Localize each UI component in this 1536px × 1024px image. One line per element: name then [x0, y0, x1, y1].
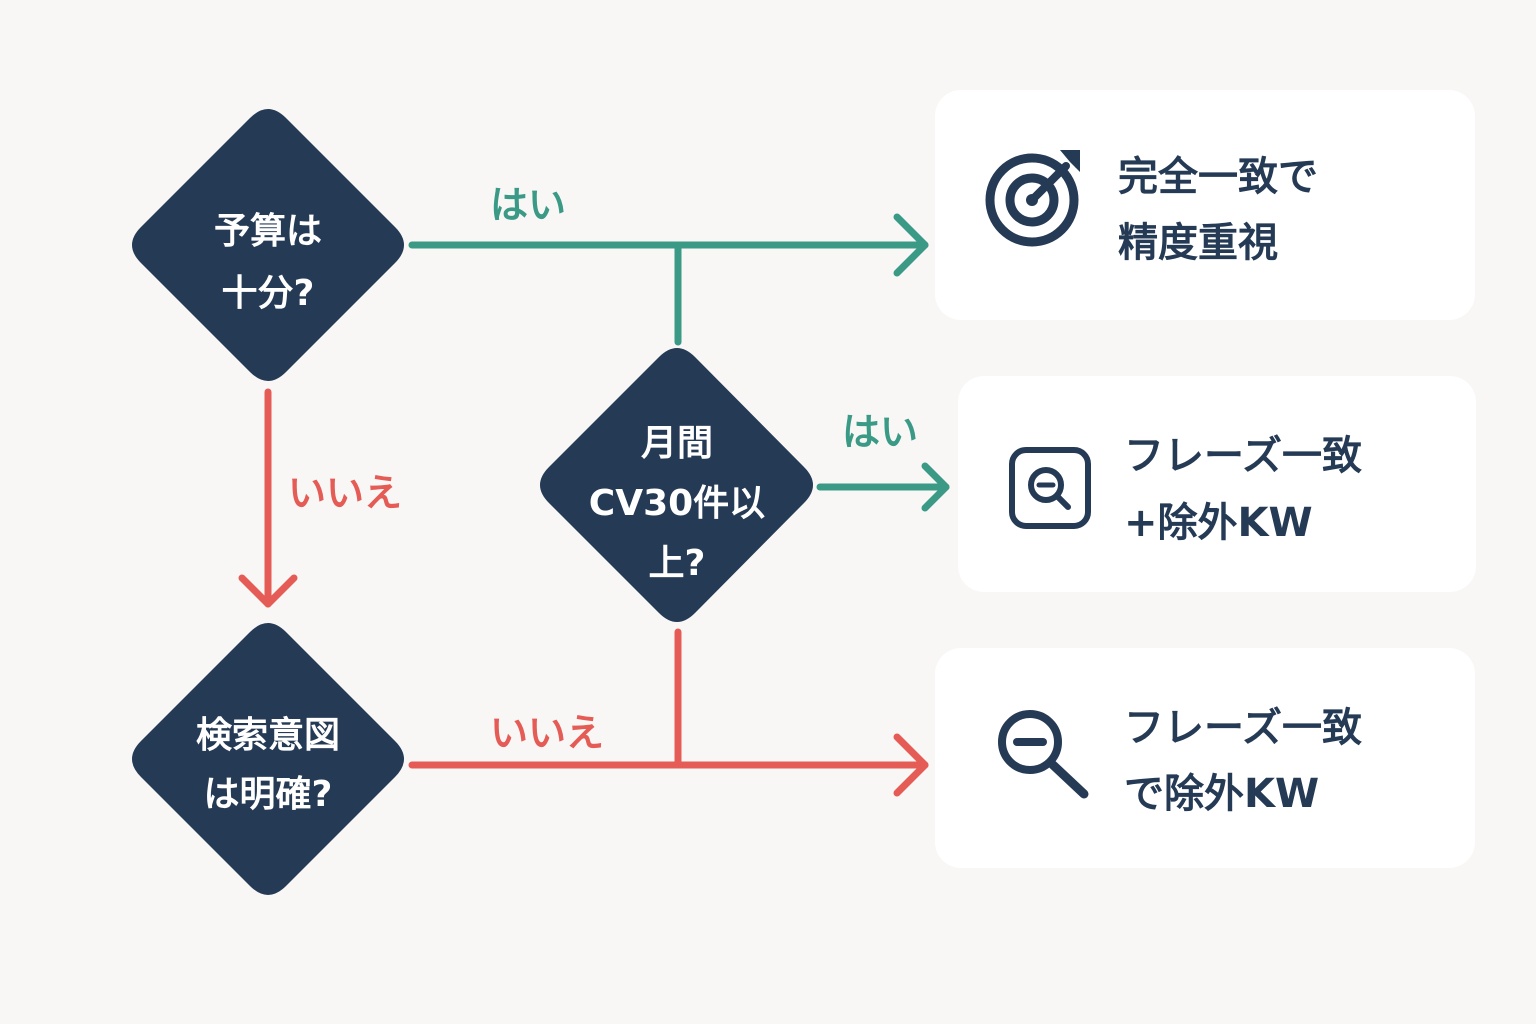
result-card-phrase-negative-alt	[935, 648, 1475, 868]
decision-cv-line1: 月間	[641, 423, 713, 464]
edge-budget-yes-arrowhead	[893, 213, 929, 277]
result-exact-line2: 精度重視	[1118, 220, 1278, 266]
decision-intent-line1: 検索意図	[196, 715, 340, 756]
result-card-exact	[935, 90, 1475, 320]
zoom-out-icon	[998, 710, 1089, 799]
edge-cv-yes-arrowhead	[921, 462, 950, 512]
edge-budget-no-arrowhead	[238, 574, 298, 608]
result-card-phrase-negative	[958, 376, 1476, 592]
result-exact-line1: 完全一致で	[1118, 154, 1318, 200]
decision-cv-diamond	[540, 348, 813, 622]
decision-intent-diamond	[132, 623, 404, 895]
edge-label-cv-yes: はい	[842, 410, 918, 454]
result-phrase-negative-line1: フレーズ一致	[1124, 433, 1362, 479]
edge-intent-no-arrowhead	[893, 733, 929, 797]
result-phrase-negative-alt-line2: で除外KW	[1124, 771, 1319, 817]
decision-cv-line2: CV30件以	[589, 483, 765, 524]
target-icon	[985, 150, 1080, 247]
edge-label-budget-no: いいえ	[288, 471, 402, 515]
decision-budget-line1: 予算は	[214, 211, 322, 252]
decision-intent-line2: は明確?	[204, 774, 333, 815]
result-phrase-negative-alt-line1: フレーズ一致	[1124, 705, 1362, 751]
result-phrase-negative-line2: +除外KW	[1124, 500, 1313, 546]
decision-cv-line3: 上?	[649, 543, 706, 584]
edge-label-intent-no: いいえ	[490, 711, 604, 755]
decision-budget-diamond	[132, 109, 404, 381]
edge-label-budget-yes: はい	[490, 183, 566, 227]
zoom-out-square-icon	[1009, 447, 1091, 529]
decision-budget-line2: 十分?	[222, 273, 315, 314]
